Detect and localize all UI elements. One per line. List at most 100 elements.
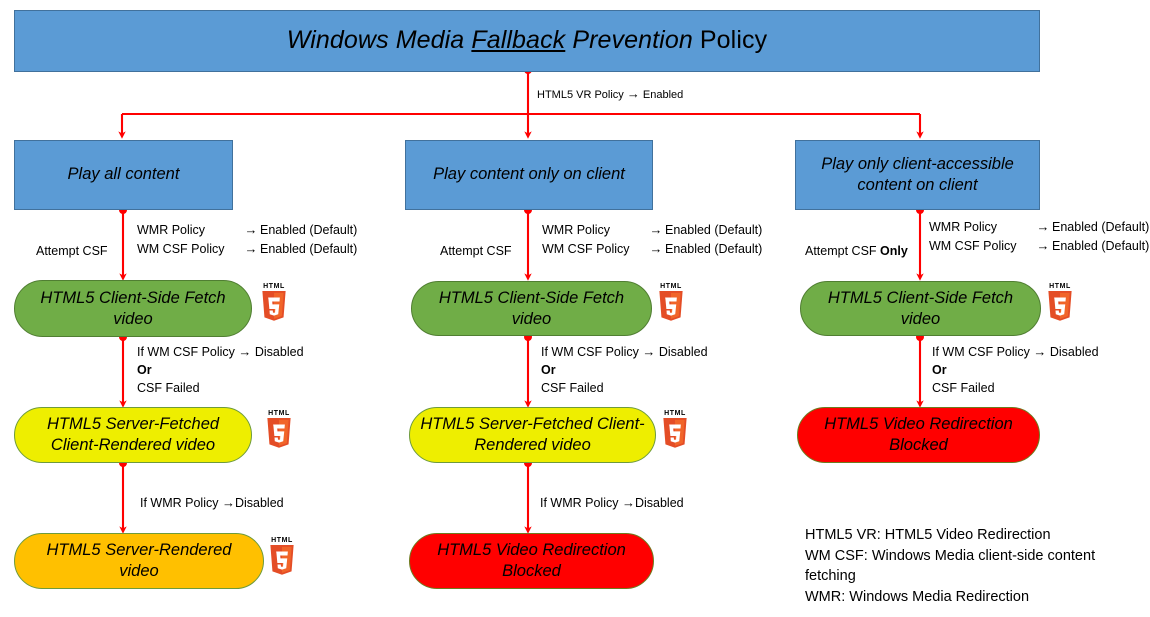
fail-line-3: CSF Failed: [541, 380, 604, 395]
arrow-right-icon: →: [621, 495, 635, 510]
edge-label-attempt-csf-1: Attempt CSF: [36, 243, 108, 261]
policy-key: WMR Policy: [542, 223, 611, 237]
attempt-csf-text: Attempt CSF: [805, 244, 881, 258]
option-box-play-all-content[interactable]: Play all content: [14, 140, 233, 210]
arrow-right-icon: →: [238, 344, 252, 359]
html5-logo-icon: HTML: [656, 283, 686, 323]
fail-line-1: If WM CSF Policy → Disabled: [541, 343, 708, 362]
html5-logo-icon: HTML: [259, 283, 289, 323]
node-label: HTML5 Server-Fetched Client-Rendered vid…: [420, 415, 645, 454]
node-label: HTML5 Video Redirection Blocked: [437, 541, 626, 580]
html5-logo-caption: HTML: [1049, 283, 1071, 290]
policy-key: WM CSF Policy: [137, 241, 225, 256]
policy-value: Enabled (Default): [665, 223, 763, 237]
policy-block-2: WMR Policy → Enabled (Default) WM CSF Po…: [542, 221, 762, 259]
fail-line-1-pre: If WM CSF Policy: [137, 345, 239, 359]
edge-label-csf-fail-2: If WM CSF Policy → Disabled Or CSF Faile…: [541, 343, 708, 397]
policy-block-3: WMR Policy → Enabled (Default) WM CSF Po…: [929, 218, 1149, 256]
policy-key: WM CSF Policy: [929, 238, 1017, 253]
fail-line-2-text: Or: [932, 362, 947, 377]
option-box-label: Play only client-accessible content on c…: [821, 154, 1014, 194]
node-label: HTML5 Client-Side Fetch video: [827, 288, 1014, 328]
attempt-csf-text: Attempt CSF: [36, 244, 108, 258]
node-html5-server-fetched-1[interactable]: HTML5 Server-Fetched Client-Rendered vid…: [14, 407, 252, 463]
fail-line-1-pre: If WM CSF Policy: [932, 345, 1034, 359]
fail-line-1-post: Disabled: [655, 345, 708, 359]
arrow-right-icon: →: [1033, 344, 1047, 359]
fail-line-2-text: Or: [137, 362, 152, 377]
node-html5-server-rendered-1[interactable]: HTML5 Server-Rendered video: [14, 533, 264, 589]
legend-line-3: WMR: Windows Media Redirection: [805, 588, 1030, 605]
policy-value: Enabled (Default): [1052, 238, 1150, 253]
node-html5-video-redirection-blocked-2[interactable]: HTML5 Video Redirection Blocked: [409, 533, 654, 589]
edge-label-wmr-2: If WMR Policy →Disabled: [540, 494, 684, 513]
html5-shield-icon: [262, 291, 286, 321]
policy-key: WMR Policy: [137, 223, 206, 237]
legend-line-1: HTML5 VR: HTML5 Video Redirection: [805, 527, 1051, 543]
policy-value: Enabled (Default): [260, 223, 358, 237]
policy-row: WMR Policy → Enabled (Default): [137, 221, 357, 240]
option-box-play-content-only-on-client[interactable]: Play content only on client: [405, 140, 653, 210]
html5-shield-icon: [1048, 291, 1072, 321]
edge-label-root-value: Enabled: [642, 89, 684, 101]
policy-row: WMR Policy → Enabled (Default): [542, 221, 762, 240]
title-part-fallback: Fallback: [471, 26, 566, 55]
arrow-right-icon: →: [642, 344, 656, 359]
html5-logo-icon: HTML: [267, 537, 297, 577]
title-part-policy: Policy: [699, 26, 768, 55]
arrow-right-icon: →: [1036, 219, 1050, 234]
html5-logo-icon: HTML: [660, 410, 690, 450]
policy-row: WMR Policy → Enabled (Default): [929, 218, 1149, 237]
arrow-right-icon: →: [1036, 237, 1050, 253]
policy-key: WM CSF Policy: [542, 241, 630, 256]
wmr-label-post: Disabled: [234, 496, 284, 510]
fail-line-3: CSF Failed: [932, 380, 995, 395]
fail-line-1-post: Disabled: [251, 345, 304, 359]
node-label: HTML5 Client-Side Fetch video: [438, 288, 625, 328]
node-label: HTML5 Client-Side Fetch video: [40, 288, 226, 328]
edge-label-csf-fail-3: If WM CSF Policy → Disabled Or CSF Faile…: [932, 343, 1099, 397]
html5-logo-icon: HTML: [264, 410, 294, 450]
html5-logo-caption: HTML: [271, 537, 293, 544]
node-html5-client-side-fetch-1[interactable]: HTML5 Client-Side Fetch video: [14, 280, 252, 337]
page-title: Windows Media Fallback Prevention Policy: [287, 27, 767, 55]
fail-line-1: If WM CSF Policy → Disabled: [137, 343, 304, 362]
arrow-right-icon: →: [649, 222, 663, 237]
legend: HTML5 VR: HTML5 Video Redirection WM CSF…: [805, 525, 1130, 607]
node-html5-server-fetched-2[interactable]: HTML5 Server-Fetched Client-Rendered vid…: [409, 407, 656, 463]
html5-shield-icon: [270, 545, 294, 575]
arrow-right-icon: →: [221, 495, 235, 510]
node-html5-client-side-fetch-2[interactable]: HTML5 Client-Side Fetch video: [411, 281, 652, 336]
fail-line-2-text: Or: [541, 362, 556, 377]
fail-line-2: Or: [541, 362, 708, 380]
option-box-play-only-client-accessible[interactable]: Play only client-accessible content on c…: [795, 140, 1040, 210]
wmr-label-pre: If WMR Policy: [140, 496, 222, 510]
fail-line-1-pre: If WM CSF Policy: [541, 345, 643, 359]
attempt-csf-emphasis: Only: [880, 244, 908, 258]
wmr-label-post: Disabled: [634, 496, 684, 510]
edge-label-csf-fail-1: If WM CSF Policy → Disabled Or CSF Faile…: [137, 343, 304, 397]
policy-key: WMR Policy: [929, 220, 998, 234]
edge-label-root-key: HTML5 VR Policy: [537, 89, 624, 101]
title-part-1: Windows Media: [286, 26, 472, 55]
node-html5-client-side-fetch-3[interactable]: HTML5 Client-Side Fetch video: [800, 281, 1041, 336]
edge-label-wmr-1: If WMR Policy →Disabled: [140, 494, 284, 513]
diagram-title-banner: Windows Media Fallback Prevention Policy: [14, 10, 1040, 72]
policy-row: WM CSF Policy → Enabled (Default): [542, 240, 762, 259]
title-part-2: Prevention: [565, 26, 700, 55]
node-label: HTML5 Server-Fetched Client-Rendered vid…: [46, 415, 220, 454]
attempt-csf-text: Attempt CSF: [440, 244, 512, 258]
edge-label-root: HTML5 VR Policy → Enabled: [537, 85, 683, 104]
arrow-right-icon: →: [244, 240, 258, 256]
html5-logo-caption: HTML: [263, 283, 285, 290]
arrow-right-icon: →: [649, 240, 663, 256]
policy-row: WM CSF Policy → Enabled (Default): [137, 240, 357, 259]
option-box-label: Play content only on client: [433, 165, 625, 184]
policy-value: Enabled (Default): [665, 241, 763, 256]
option-box-label: Play all content: [67, 165, 180, 184]
policy-block-1: WMR Policy → Enabled (Default) WM CSF Po…: [137, 221, 357, 259]
node-html5-video-redirection-blocked-3[interactable]: HTML5 Video Redirection Blocked: [797, 407, 1040, 463]
wmr-label-pre: If WMR Policy: [540, 496, 622, 510]
html5-shield-icon: [663, 418, 687, 448]
